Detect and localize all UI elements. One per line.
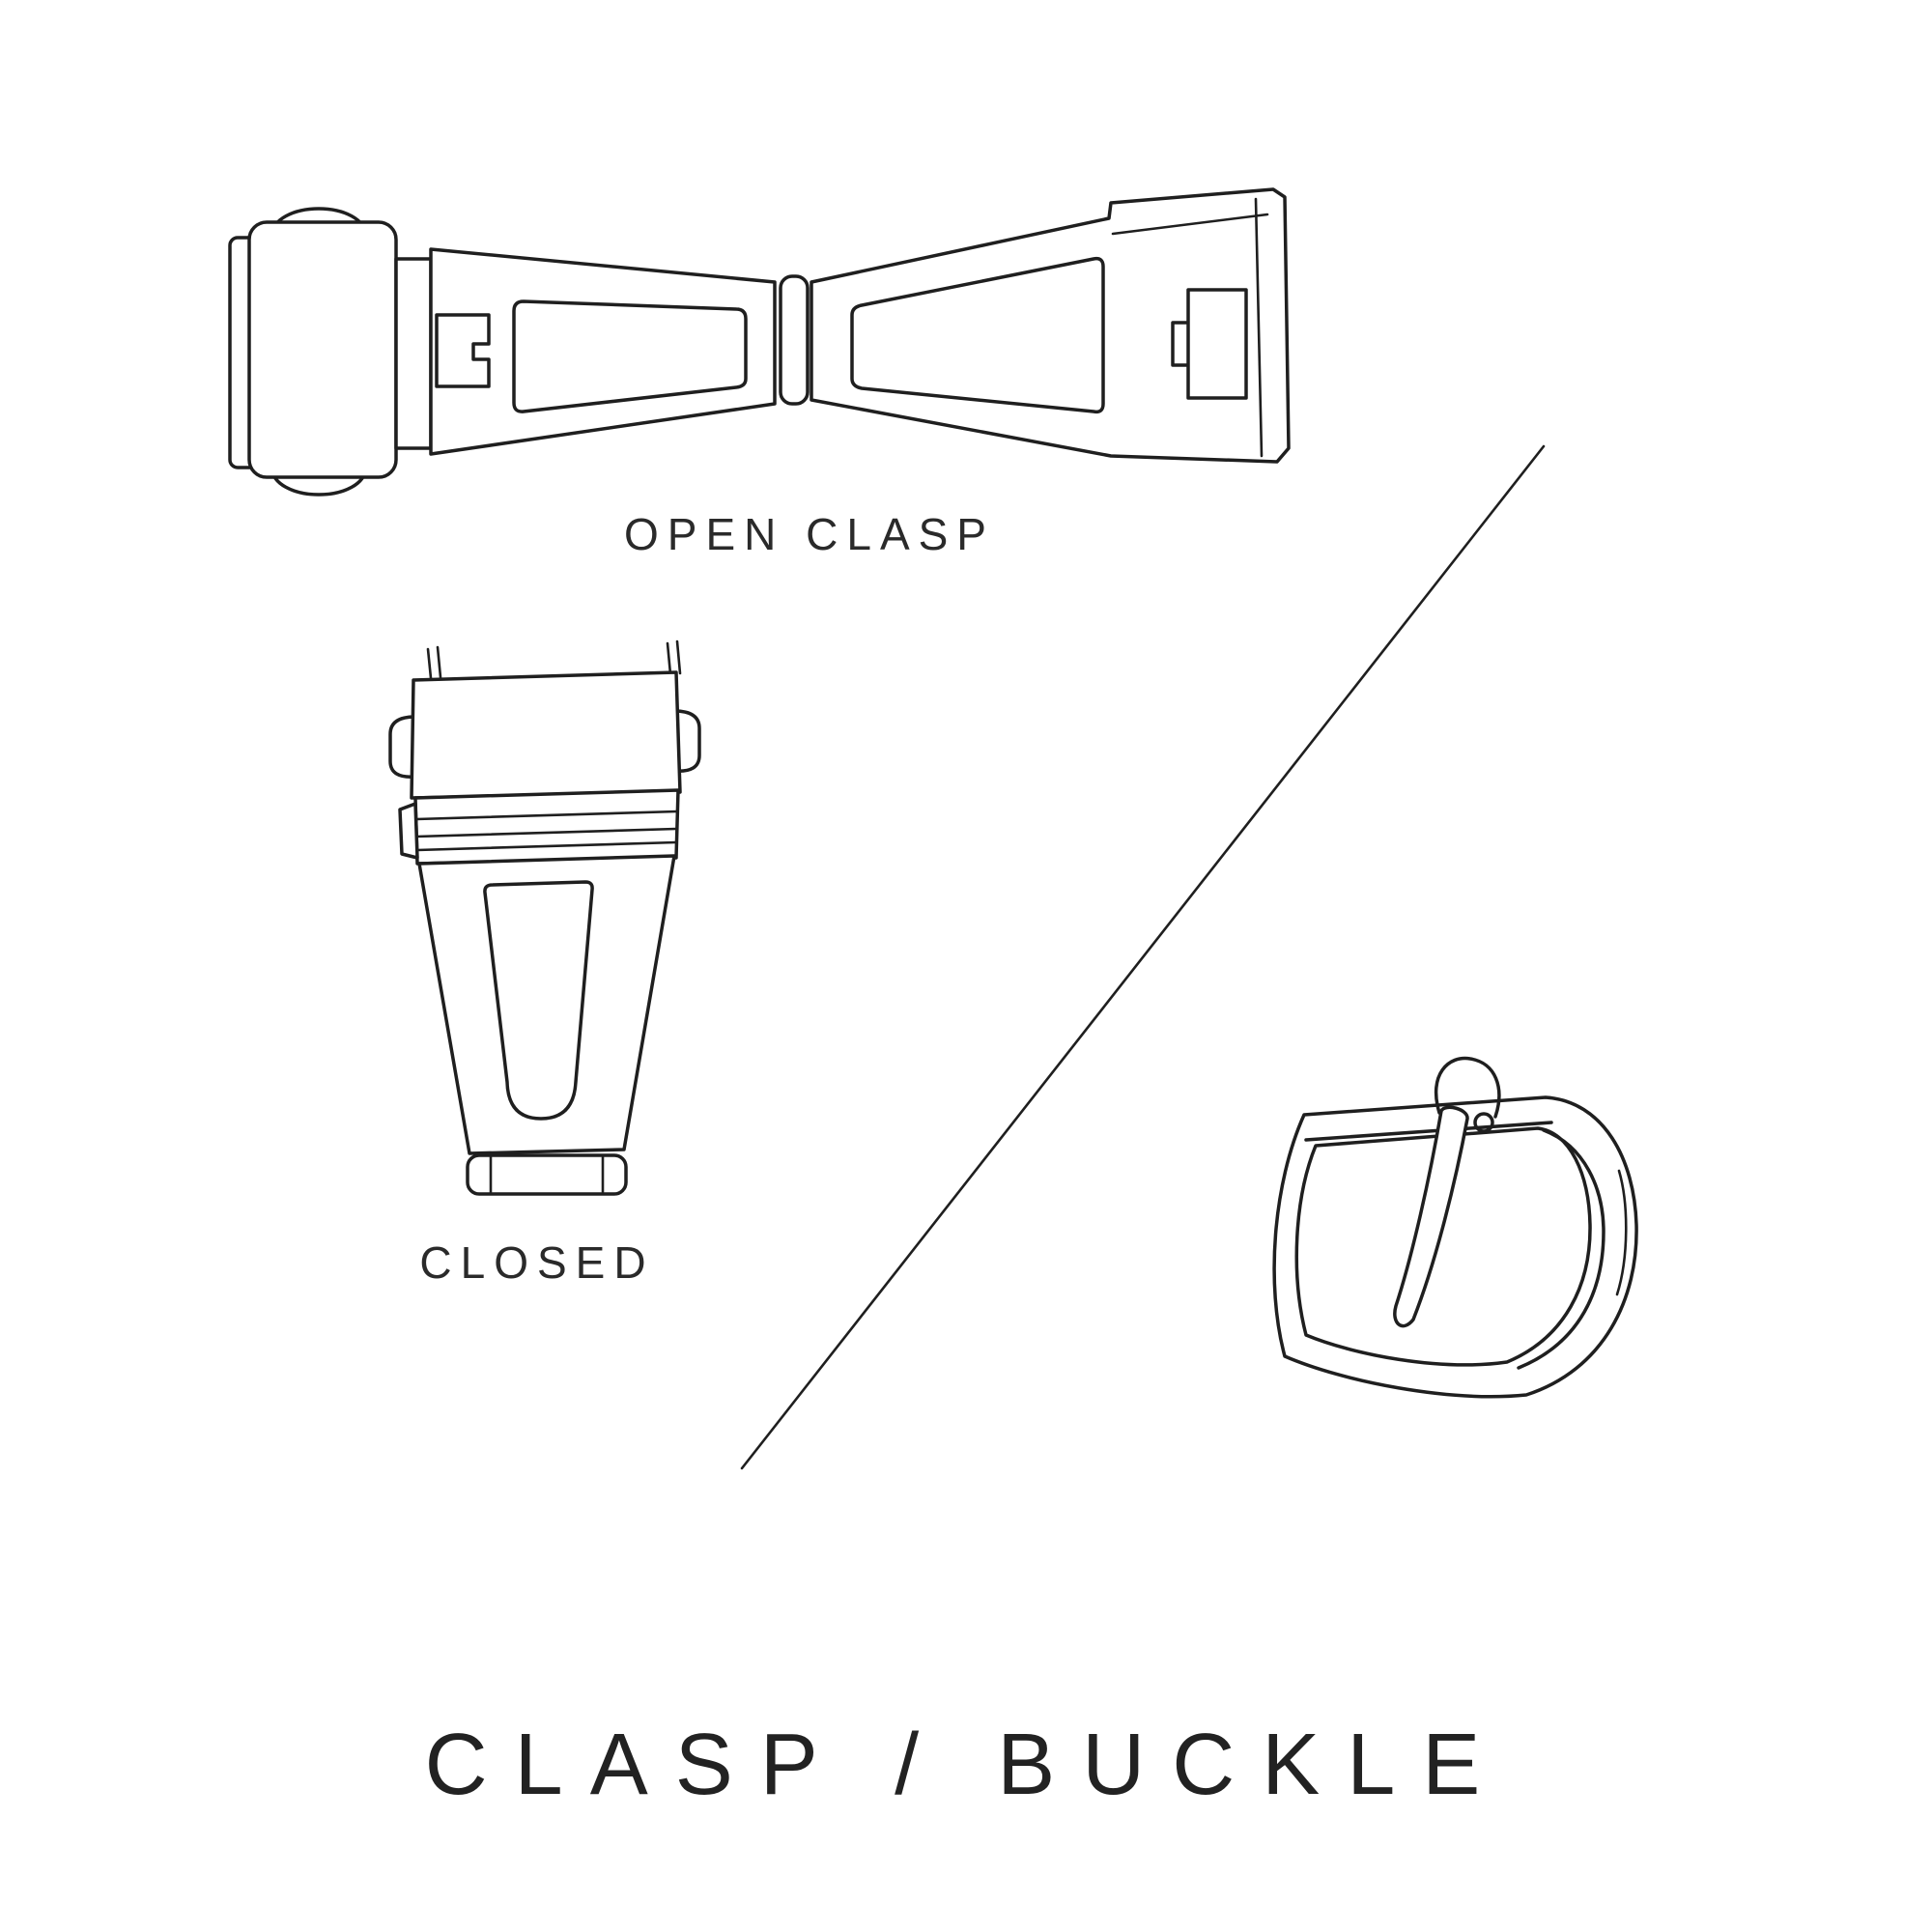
body-inner — [483, 880, 594, 1121]
left-prong — [426, 645, 442, 680]
band-thickness-line — [1517, 1128, 1605, 1370]
left-slot — [435, 313, 491, 388]
left-blade — [429, 247, 777, 456]
closed-label: CLOSED — [419, 1237, 655, 1288]
page-title: CLASP / BUCKLE — [424, 1717, 1508, 1813]
band-lines — [414, 810, 679, 852]
open-clasp-label: OPEN CLASP — [624, 509, 995, 559]
left-ear — [388, 715, 417, 779]
right-top-step — [1111, 213, 1269, 236]
closed-clasp-illustration — [388, 639, 701, 1196]
tongue-loop-ring — [1473, 1112, 1494, 1133]
right-blade-inner — [850, 256, 1105, 414]
tongue-loop — [1434, 1056, 1501, 1119]
connector — [394, 257, 433, 450]
body — [417, 854, 676, 1155]
left-blade-inner — [512, 299, 748, 413]
cover — [410, 670, 682, 800]
foot — [466, 1153, 628, 1196]
divider-line — [740, 444, 1546, 1470]
right-prong — [666, 639, 682, 676]
tongue — [1393, 1105, 1469, 1328]
right-slot — [1171, 288, 1248, 400]
open-clasp-illustration — [228, 187, 1291, 497]
band-tab — [398, 802, 419, 860]
band-endcap — [1615, 1169, 1628, 1296]
buckle-illustration — [1272, 1056, 1638, 1399]
pin-bar — [1304, 1121, 1553, 1142]
frame-opening — [1294, 1126, 1592, 1367]
end-block — [247, 220, 398, 479]
band — [413, 788, 680, 866]
foot-ticks — [489, 1155, 605, 1194]
right-blade — [810, 187, 1291, 464]
center-hinge — [779, 274, 810, 406]
right-end-step — [1254, 197, 1264, 458]
